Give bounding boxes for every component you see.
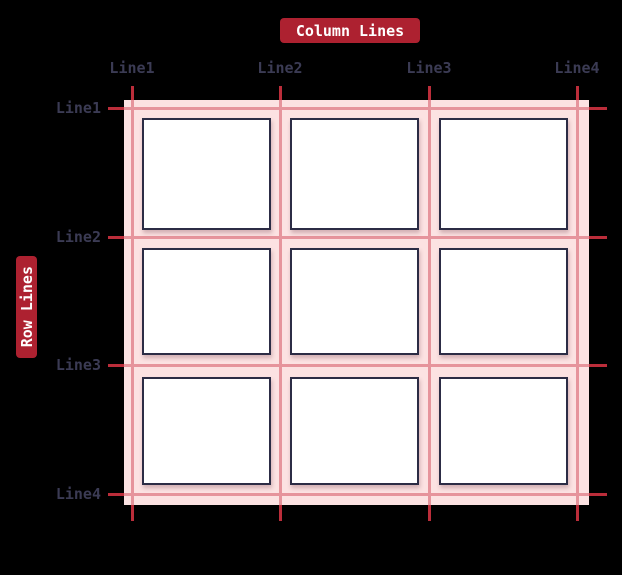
grid-item-r2c2 [290, 248, 419, 355]
row-line-tick-left-3 [108, 364, 124, 367]
grid-item-r1c2 [290, 118, 419, 230]
row-label-4: Line4 [55, 485, 101, 503]
row-line-tick-right-1 [589, 107, 607, 110]
column-line-tick-top-4 [575, 86, 579, 100]
row-label-1: Line1 [55, 99, 101, 117]
column-label-1: Line1 [109, 59, 155, 77]
grid-item-r3c2 [290, 376, 419, 485]
column-line-tick-top-3 [427, 86, 431, 100]
row-line-tick-left-2 [108, 236, 124, 239]
row-lines-badge: Row Lines [16, 256, 37, 358]
column-label-2: Line2 [257, 59, 303, 77]
column-lines-badge: Column Lines [280, 18, 420, 43]
row-grid-line-2 [124, 236, 589, 239]
column-line-tick-bottom-1 [130, 505, 134, 521]
column-grid-line-3 [427, 100, 431, 505]
row-line-tick-left-4 [108, 492, 124, 496]
grid-item-r3c1 [142, 376, 271, 485]
row-grid-line-1 [124, 107, 589, 110]
grid-item-r3c3 [438, 376, 568, 485]
row-grid-line-3 [124, 364, 589, 367]
row-line-tick-right-2 [589, 236, 607, 239]
grid-item-r2c1 [142, 248, 271, 355]
grid-item-r1c3 [438, 118, 568, 230]
grid-item-r2c3 [438, 248, 568, 355]
row-label-2: Line2 [55, 228, 101, 246]
row-lines-badge-label: Row Lines [17, 266, 36, 348]
column-line-tick-bottom-4 [575, 505, 579, 521]
column-line-tick-top-1 [130, 86, 134, 100]
column-label-3: Line3 [406, 59, 452, 77]
row-label-3: Line3 [55, 356, 101, 374]
row-line-tick-right-3 [589, 364, 607, 367]
column-grid-line-1 [130, 100, 134, 505]
grid-item-r1c1 [142, 118, 271, 230]
column-grid-line-2 [278, 100, 282, 505]
column-line-tick-bottom-2 [278, 505, 282, 521]
column-label-4: Line4 [554, 59, 600, 77]
row-line-tick-right-4 [589, 492, 607, 496]
column-grid-line-4 [575, 100, 579, 505]
grid-container [124, 100, 589, 505]
column-line-tick-bottom-3 [427, 505, 431, 521]
row-grid-line-4 [124, 492, 589, 496]
row-line-tick-left-1 [108, 107, 124, 110]
column-line-tick-top-2 [278, 86, 282, 100]
